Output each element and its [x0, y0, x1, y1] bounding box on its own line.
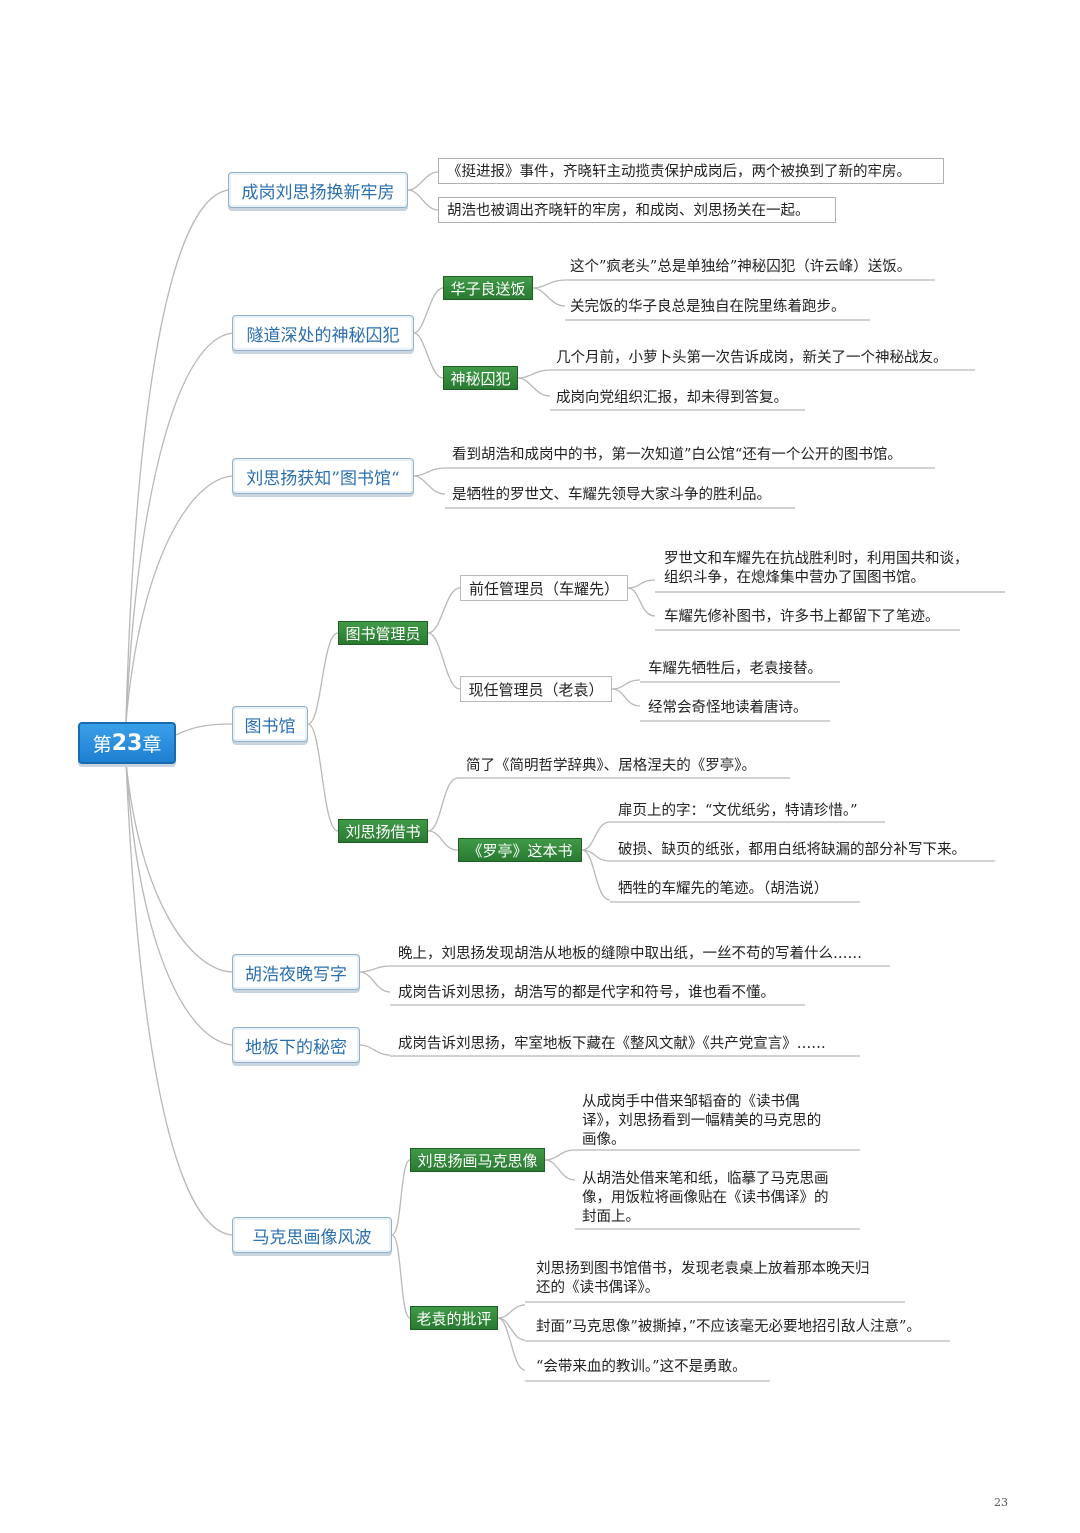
leaf-note: 这个”疯老头”总是单独给”神秘囚犯（许云峰）送饭。: [570, 259, 912, 275]
subtopic-label: 刘思扬画马克思像: [417, 1151, 538, 1170]
leaf-note: 封面上。: [582, 1209, 640, 1225]
root-prefix: 第: [92, 733, 112, 756]
leaf-note: 成岗向党组织汇报，却未得到答复。: [556, 390, 788, 406]
leaf-note: 是牺牲的罗世文、车耀先领导大家斗争的胜利品。: [452, 487, 771, 503]
topic-floor-secret[interactable]: 地板下的秘密: [232, 1027, 360, 1063]
topic-label: 成岗刘思扬换新牢房: [241, 182, 395, 203]
subtopic-label: 现任管理员（老袁）: [468, 680, 604, 699]
topic-mystery-prisoner[interactable]: 隧道深处的神秘囚犯: [232, 315, 414, 351]
subtopic-luoting[interactable]: 《罗亭》这本书: [458, 838, 582, 862]
leaf-note: 车耀先修补图书，许多书上都留下了笔迹。: [664, 609, 940, 625]
subtopic-criticism[interactable]: 老袁的批评: [410, 1306, 498, 1330]
topic-new-cell[interactable]: 成岗刘思扬换新牢房: [228, 172, 408, 208]
subtopic-label: 华子良送饭: [450, 279, 526, 298]
leaf-note: 牺牲的车耀先的笔迹。（胡浩说）: [618, 881, 829, 897]
leaf-note: 几个月前，小萝卜头第一次告诉成岗，新关了一个神秘战友。: [556, 350, 948, 366]
leaf-note: 像，用饭粒将画像贴在《读书偶译》的: [582, 1190, 829, 1206]
leaf-note: 扉页上的字：“文优纸劣，特请珍惜。”: [618, 803, 858, 819]
leaf-note: 从成岗手中借来邹韬奋的《读书偶: [582, 1094, 800, 1110]
topic-library[interactable]: 图书馆: [232, 706, 308, 742]
topic-label: 隧道深处的神秘囚犯: [246, 325, 400, 346]
subtopic-label: 图书管理员: [345, 624, 421, 643]
page-number: 23: [994, 1496, 1008, 1509]
topic-label: 图书馆: [244, 716, 296, 737]
subtopic-borrow[interactable]: 刘思扬借书: [338, 819, 428, 843]
leaf-note: 看到胡浩和成岗中的书，第一次知道”白公馆“还有一个公开的图书馆。: [452, 447, 902, 463]
topic-label: 刘思扬获知”图书馆“: [246, 468, 400, 489]
subtopic-current-librarian[interactable]: 现任管理员（老袁）: [460, 676, 612, 702]
leaf-note: 译》，刘思扬看到一幅精美的马克思的: [582, 1113, 822, 1129]
topic-label: 马克思画像风波: [252, 1227, 372, 1248]
leaf-note: 成岗告诉刘思扬，牢室地板下藏在《整风文献》《共产党宣言》……: [398, 1036, 826, 1052]
subtopic-label: 老袁的批评: [416, 1309, 492, 1328]
leaf-note: 关完饭的华子良总是独自在院里练着跑步。: [570, 299, 846, 315]
subtopic-label: 神秘囚犯: [450, 369, 511, 388]
leaf-note: 组织斗争，在熄烽集中营办了国图书馆。: [664, 570, 925, 586]
leaf-note: 刘思扬到图书馆借书，发现老袁桌上放着那本晚天归: [536, 1261, 870, 1277]
subtopic-librarian[interactable]: 图书管理员: [338, 621, 428, 645]
subtopic-marx-drawing[interactable]: 刘思扬画马克思像: [410, 1148, 545, 1172]
leaf-note: 封面”马克思像”被撕掉，”不应该毫无必要地招引敌人注意”。: [536, 1319, 921, 1335]
subtopic-label: 刘思扬借书: [345, 822, 421, 841]
leaf-note: 成岗告诉刘思扬，胡浩写的都是代字和符号，谁也看不懂。: [398, 985, 775, 1001]
root-number: 23: [111, 730, 143, 756]
topic-night-writing[interactable]: 胡浩夜晚写字: [232, 954, 360, 990]
leaf-note: 《挺进报》事件，齐晓轩主动揽责保护成岗后，两个被换到了新的牢房。: [438, 158, 944, 184]
leaf-note: 还的《读书偶译》。: [536, 1280, 660, 1296]
leaf-note: 车耀先牺牲后，老袁接替。: [648, 661, 822, 677]
leaf-note: 经常会奇怪地读着唐诗。: [648, 700, 808, 716]
subtopic-former-librarian[interactable]: 前任管理员（车耀先）: [460, 575, 628, 601]
leaf-note: 画像。: [582, 1132, 626, 1148]
subtopic-label: 《罗亭》这本书: [467, 841, 573, 860]
topic-label: 胡浩夜晚写字: [245, 964, 347, 985]
subtopic-prisoner[interactable]: 神秘囚犯: [443, 366, 518, 390]
topic-learn-library[interactable]: 刘思扬获知”图书馆“: [232, 458, 414, 494]
topic-label: 地板下的秘密: [245, 1037, 347, 1058]
leaf-note: 晚上，刘思扬发现胡浩从地板的缝隙中取出纸，一丝不苟的写着什么……: [398, 946, 862, 962]
root-suffix: 章: [142, 733, 162, 756]
leaf-note: 破损、缺页的纸张，都用白纸将缺漏的部分补写下来。: [618, 842, 966, 858]
subtopic-label: 前任管理员（车耀先）: [468, 579, 619, 598]
leaf-note: 从胡浩处借来笔和纸，临摹了马克思画: [582, 1171, 829, 1187]
leaf-note: 罗世文和车耀先在抗战胜利时，利用国共和谈，: [664, 551, 969, 567]
leaf-note: 简了《简明哲学辞典》、居格涅夫的《罗亭》。: [466, 758, 756, 774]
leaf-note: 胡浩也被调出齐晓轩的牢房，和成岗、刘思扬关在一起。: [438, 197, 836, 223]
topic-marx-portrait[interactable]: 马克思画像风波: [232, 1217, 392, 1253]
leaf-note: “会带来血的教训。”这不是勇敢。: [536, 1359, 747, 1375]
subtopic-huazi[interactable]: 华子良送饭: [443, 276, 533, 300]
